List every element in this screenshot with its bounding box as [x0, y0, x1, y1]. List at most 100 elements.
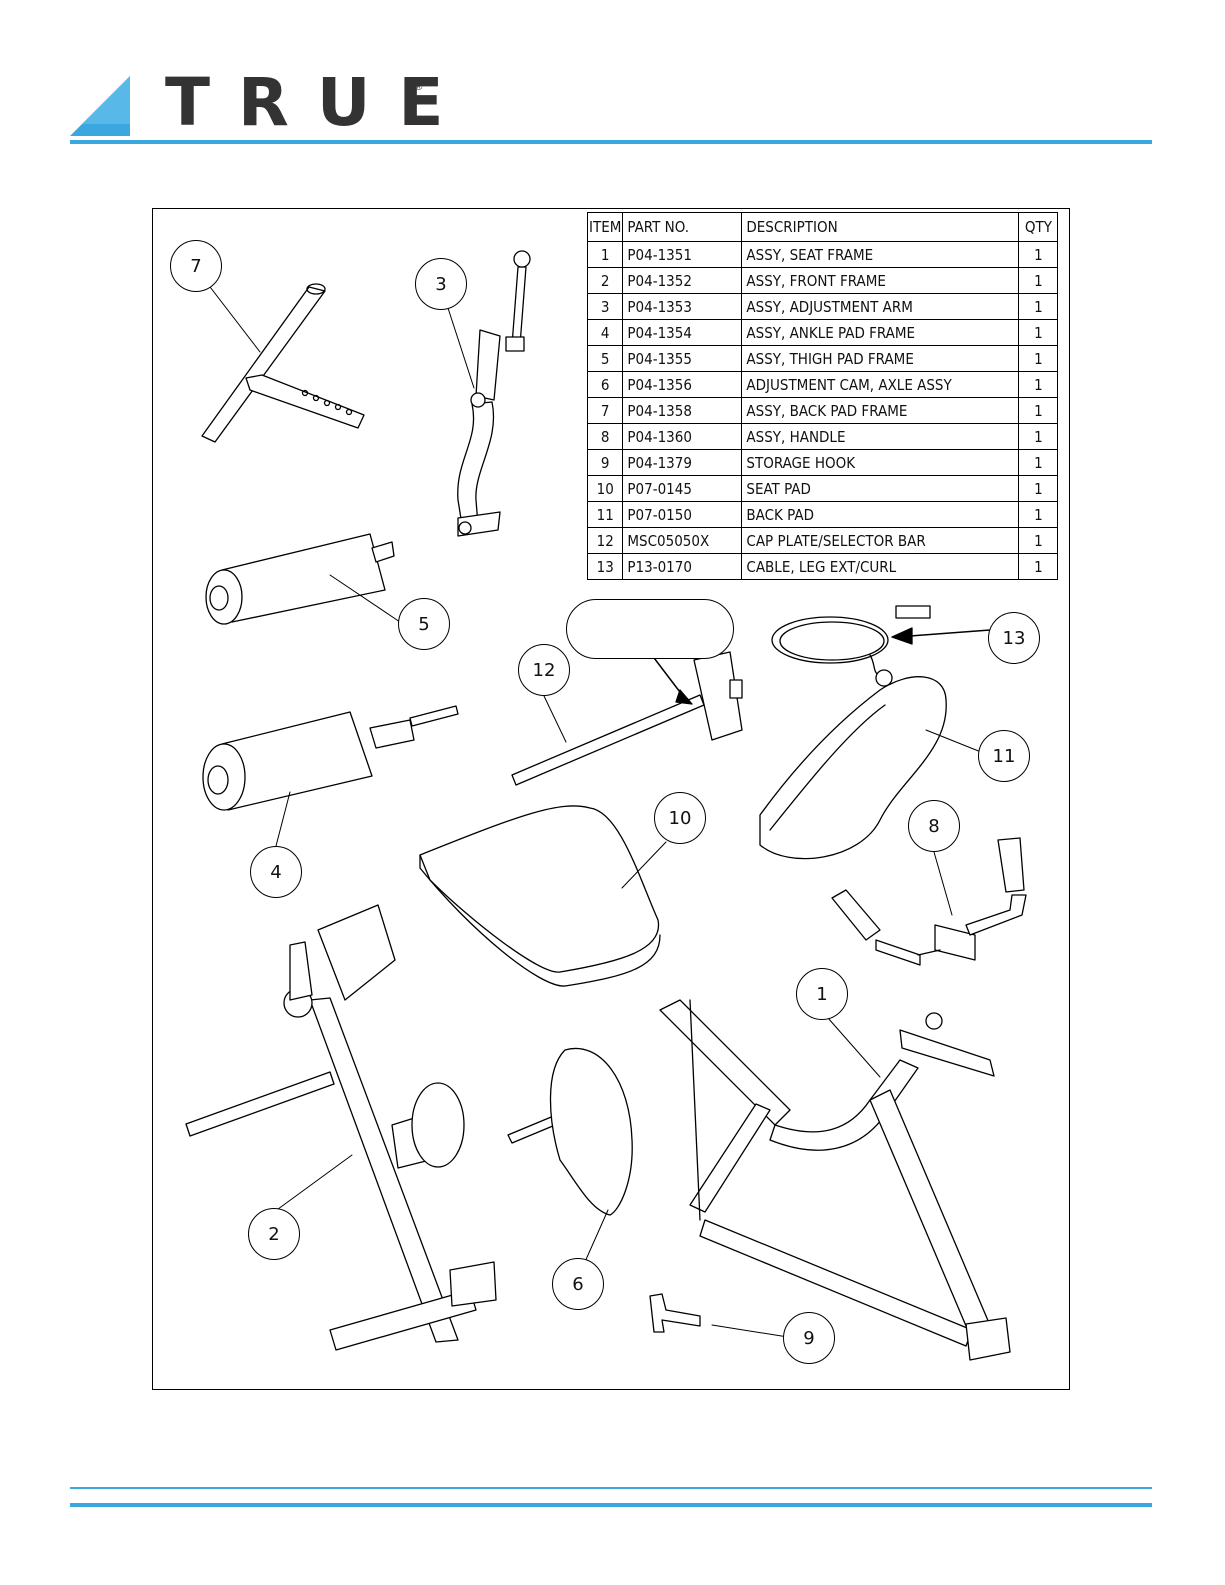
row-qty: 1: [1018, 319, 1059, 346]
row-description: ADJUSTMENT CAM, AXLE ASSY: [741, 371, 1020, 398]
row-part-no: P13-0170: [622, 553, 743, 580]
row-part-no: P04-1356: [622, 371, 743, 398]
row-description: ASSY, SEAT FRAME: [741, 241, 1020, 268]
part-adjustment-cam: [507, 1047, 633, 1216]
row-description: ASSY, THIGH PAD FRAME: [741, 345, 1020, 372]
table-header-row: ITEM PART NO. DESCRIPTION QTY: [586, 212, 1059, 242]
logo-wordmark: TRUE: [165, 64, 472, 141]
row-part-no: MSC05050X: [622, 527, 743, 554]
row-part-no: P04-1353: [622, 293, 743, 320]
callout-5: 5: [398, 598, 450, 650]
part-back-pad: [759, 676, 947, 860]
row-description: CAP PLATE/SELECTOR BAR: [741, 527, 1020, 554]
part-handle: [831, 837, 1027, 966]
row-qty: 1: [1018, 449, 1059, 476]
row-description: ASSY, FRONT FRAME: [741, 267, 1020, 294]
row-description: ASSY, ANKLE PAD FRAME: [741, 319, 1020, 346]
footer-rule-thick: [70, 1503, 1152, 1507]
row-item: 4: [586, 319, 624, 346]
header-rule: [70, 140, 1152, 144]
row-description: CABLE, LEG EXT/CURL: [741, 553, 1020, 580]
callout-1: 1: [796, 968, 848, 1020]
part-ankle-pad-frame: [202, 705, 459, 811]
row-qty: 1: [1018, 267, 1059, 294]
callout-3: 3: [415, 258, 467, 310]
header-qty: QTY: [1018, 212, 1059, 242]
row-part-no: P04-1360: [622, 423, 743, 450]
row-qty: 1: [1018, 501, 1059, 528]
row-description: ASSY, HANDLE: [741, 423, 1020, 450]
row-item: 9: [586, 449, 624, 476]
row-item: 8: [586, 423, 624, 450]
row-qty: 1: [1018, 475, 1059, 502]
row-description: ASSY, ADJUSTMENT ARM: [741, 293, 1020, 320]
registered-mark: ®: [415, 82, 423, 93]
row-part-no: P07-0145: [622, 475, 743, 502]
row-qty: 1: [1018, 553, 1059, 580]
row-item: 7: [586, 397, 624, 424]
header-item: ITEM: [586, 212, 624, 242]
row-qty: 1: [1018, 397, 1059, 424]
callout-10: 10: [654, 792, 706, 844]
row-item: 11: [586, 501, 624, 528]
part-back-pad-frame: [201, 283, 365, 443]
row-part-no: P04-1354: [622, 319, 743, 346]
callout-6: 6: [552, 1258, 604, 1310]
row-item: 2: [586, 267, 624, 294]
row-part-no: P04-1358: [622, 397, 743, 424]
part-storage-hook: [649, 1293, 701, 1333]
row-description: STORAGE HOOK: [741, 449, 1020, 476]
row-part-no: P07-0150: [622, 501, 743, 528]
row-item: 10: [586, 475, 624, 502]
callout-9: 9: [783, 1312, 835, 1364]
part-cable: [771, 605, 991, 687]
row-qty: 1: [1018, 293, 1059, 320]
row-qty: 1: [1018, 241, 1059, 268]
row-item: 13: [586, 553, 624, 580]
row-part-no: P04-1379: [622, 449, 743, 476]
part-front-frame: [185, 904, 497, 1351]
part-selector-bar: [511, 649, 743, 786]
row-qty: 1: [1018, 423, 1059, 450]
footer-rule-thin: [70, 1487, 1152, 1489]
row-description: ASSY, BACK PAD FRAME: [741, 397, 1020, 424]
row-item: 5: [586, 345, 624, 372]
callout-11: 11: [978, 730, 1030, 782]
selector-label-blank: [566, 599, 734, 659]
row-part-no: P04-1355: [622, 345, 743, 372]
callout-12: 12: [518, 644, 570, 696]
row-part-no: P04-1352: [622, 267, 743, 294]
leader-lines: [206, 282, 987, 1339]
row-description: SEAT PAD: [741, 475, 1020, 502]
row-item: 1: [586, 241, 624, 268]
row-part-no: P04-1351: [622, 241, 743, 268]
header-part-no: PART NO.: [622, 212, 743, 242]
logo-triangle-icon: [70, 76, 130, 136]
row-description: BACK PAD: [741, 501, 1020, 528]
row-item: 3: [586, 293, 624, 320]
row-qty: 1: [1018, 345, 1059, 372]
callout-7: 7: [170, 240, 222, 292]
part-adjustment-arm: [457, 250, 531, 537]
callout-2: 2: [248, 1208, 300, 1260]
header-description: DESCRIPTION: [741, 212, 1020, 242]
part-thigh-pad-frame: [205, 533, 395, 625]
row-qty: 1: [1018, 371, 1059, 398]
callout-4: 4: [250, 846, 302, 898]
row-item: 6: [586, 371, 624, 398]
part-seat-frame: [659, 999, 1011, 1361]
